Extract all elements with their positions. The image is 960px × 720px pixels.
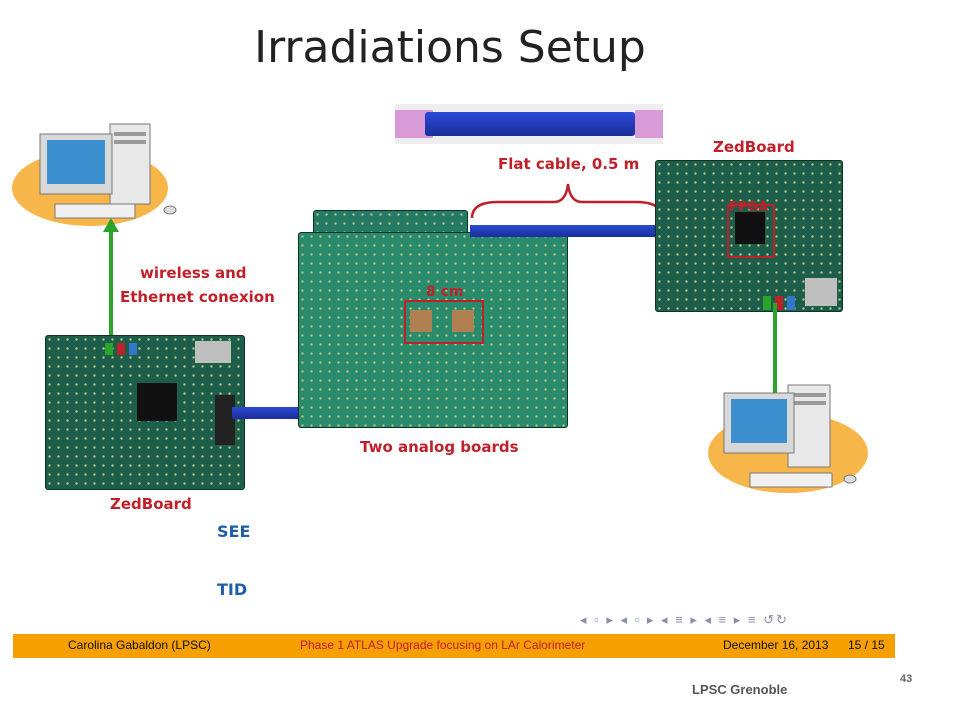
zedboard-left-photo — [45, 335, 245, 490]
zedboard-right-photo — [655, 160, 843, 312]
fpga-label: FPGA — [729, 200, 769, 215]
flat-cable-label: Flat cable, 0.5 m — [498, 155, 640, 173]
beamer-footer: Carolina Gabaldon (LPSC) Phase 1 ATLAS U… — [13, 634, 895, 658]
footer-pages: 15 / 15 — [848, 638, 885, 652]
zedboard-left-label: ZedBoard — [110, 495, 192, 513]
footer-date: December 16, 2013 — [723, 638, 829, 652]
ethernet-label: Ethernet conexion — [120, 288, 275, 306]
footer-author: Carolina Gabaldon (LPSC) — [68, 638, 211, 652]
footer-talk-title: Phase 1 ATLAS Upgrade focusing on LAr Ca… — [300, 638, 586, 652]
computer-icon-bottom-right — [708, 384, 868, 493]
beamer-navigation[interactable]: ◂ ▫ ▸ ◂ ▫ ▸ ◂ ≡ ▸ ◂ ≡ ▸ ≡ ↺↻ — [580, 612, 789, 627]
slide-title: Irradiations Setup — [254, 22, 646, 73]
flat-cable-photo — [395, 104, 663, 144]
see-label: SEE — [217, 522, 251, 541]
wireless-label: wireless and — [140, 264, 247, 282]
arrow-up-icon — [103, 218, 119, 336]
computer-icon-top-left — [12, 123, 177, 226]
zedboard-right-label: ZedBoard — [713, 138, 795, 156]
analog-board-front — [298, 232, 568, 428]
institution-label: LPSC Grenoble — [692, 682, 788, 697]
flat-cable-right — [470, 225, 666, 237]
eight-cm-label: 8 cm — [426, 284, 464, 300]
page-number: 43 — [900, 673, 913, 685]
tid-label: TID — [217, 580, 248, 599]
flat-cable-brace — [470, 183, 664, 219]
two-analog-boards-label: Two analog boards — [360, 438, 519, 456]
